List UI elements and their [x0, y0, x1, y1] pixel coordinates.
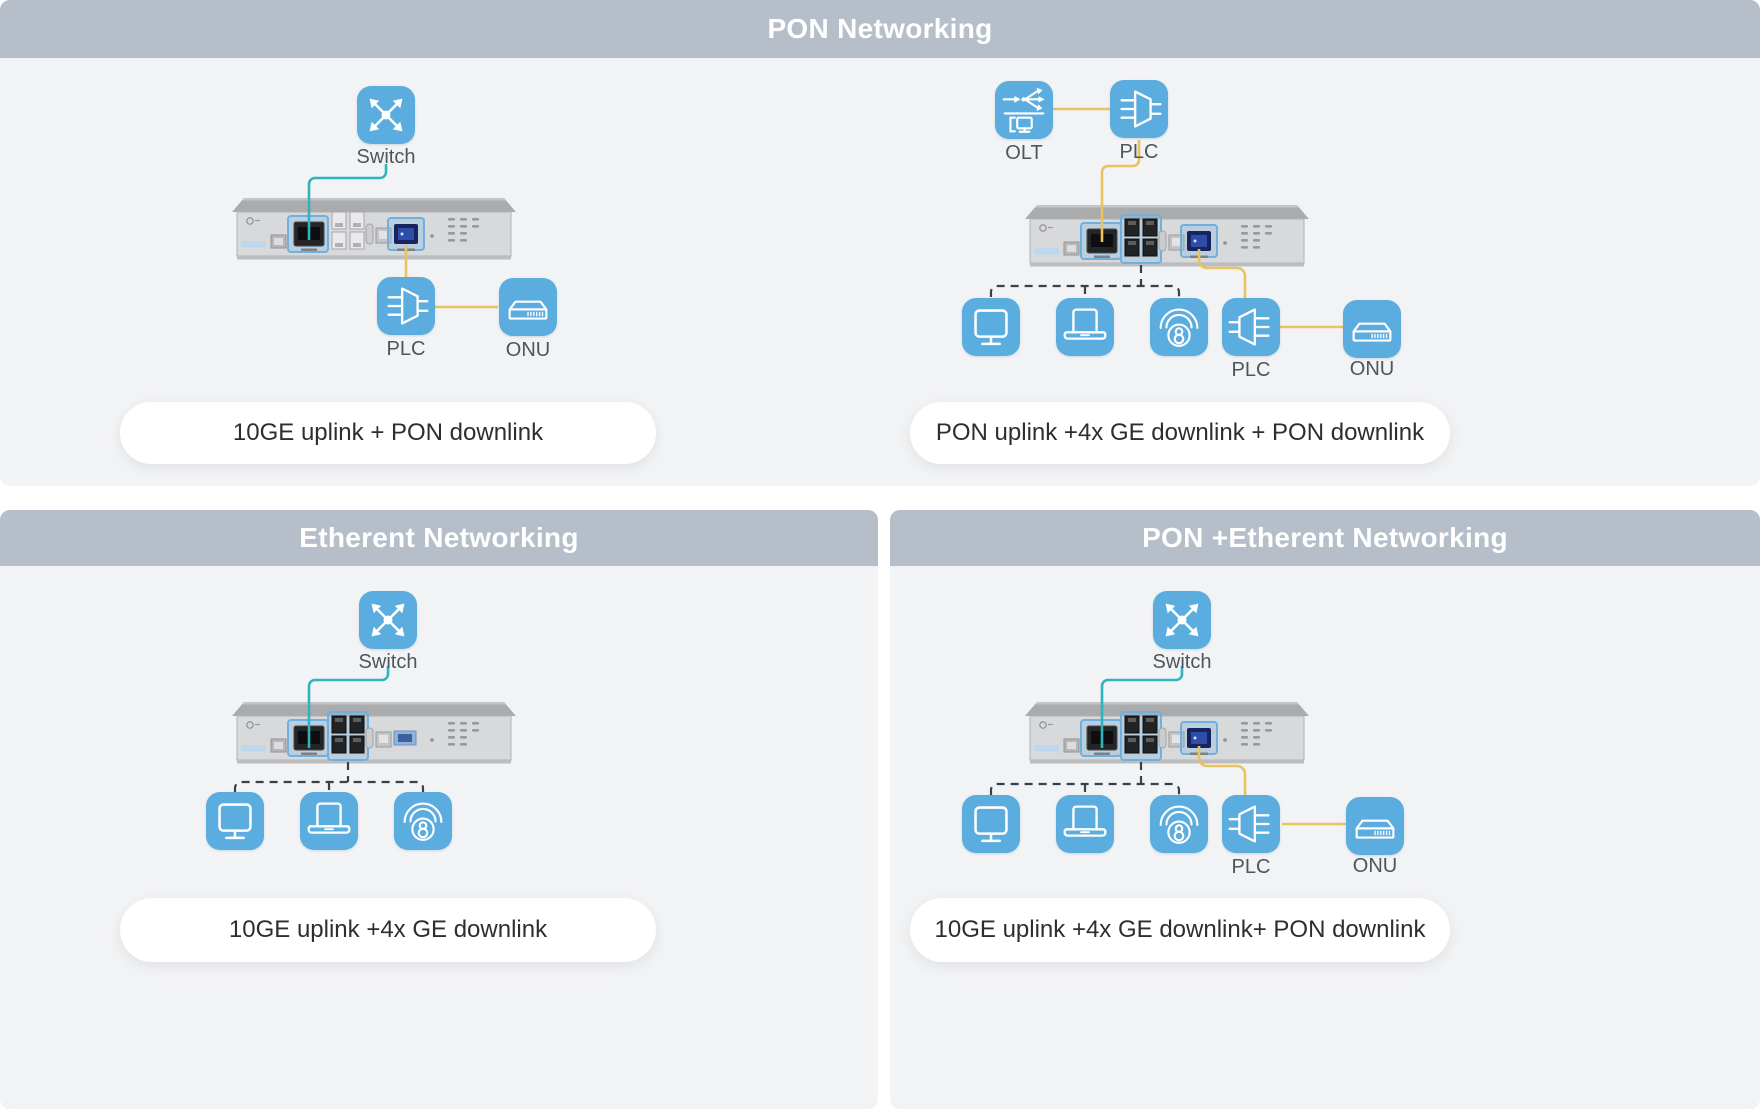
plc-splitter-icon: [1222, 298, 1280, 356]
onu-label: ONU: [1352, 855, 1398, 877]
onu-label: ONU: [505, 339, 551, 361]
switch-icon: [1153, 591, 1211, 649]
olt-device: [232, 700, 516, 766]
caption-pon-left: 10GE uplink + PON downlink: [120, 402, 656, 464]
panel-ethernet-networking: Etherent Networking: [0, 510, 878, 1109]
plc-splitter-icon: [1222, 795, 1280, 853]
switch-label: Switch: [1152, 651, 1212, 673]
caption-pon-ethernet: 10GE uplink +4x GE downlink+ PON downlin…: [910, 898, 1450, 962]
onu-icon: [1346, 797, 1404, 855]
panel-ethernet-header: Etherent Networking: [0, 510, 878, 566]
plc-label: PLC: [1231, 359, 1271, 381]
laptop-icon: [1056, 795, 1114, 853]
onu-icon: [1343, 300, 1401, 358]
olt-icon: [995, 81, 1053, 139]
laptop-icon: [300, 792, 358, 850]
caption-text: 10GE uplink +4x GE downlink+ PON downlin…: [934, 916, 1426, 943]
panel-pon-title: PON Networking: [767, 13, 993, 44]
olt-label: OLT: [1005, 142, 1043, 164]
switch-label: Switch: [356, 146, 416, 168]
caption-text: PON uplink +4x GE downlink + PON downlin…: [935, 419, 1425, 446]
panel-pon-ethernet-title: PON +Etherent Networking: [1142, 522, 1508, 553]
panel-ethernet-title: Etherent Networking: [299, 522, 579, 553]
panel-pon-ethernet-networking: PON +Etherent Networking: [890, 510, 1760, 1109]
onu-icon: [499, 278, 557, 336]
dome-camera-icon: [1150, 795, 1208, 853]
olt-device: [232, 196, 516, 262]
desktop-pc-icon: [962, 795, 1020, 853]
desktop-pc-icon: [962, 298, 1020, 356]
panel-pon-header: PON Networking: [0, 0, 1760, 58]
plc-splitter-icon: [377, 277, 435, 335]
switch-icon: [359, 591, 417, 649]
laptop-icon: [1056, 298, 1114, 356]
caption-text: 10GE uplink + PON downlink: [232, 419, 544, 446]
switch-icon: [357, 86, 415, 144]
switch-label: Switch: [358, 651, 418, 673]
panel-pon-ethernet-header: PON +Etherent Networking: [890, 510, 1760, 566]
caption-text: 10GE uplink +4x GE downlink: [228, 916, 548, 943]
plc-label: PLC: [1231, 856, 1271, 878]
onu-label: ONU: [1349, 358, 1395, 380]
dome-camera-icon: [1150, 298, 1208, 356]
dome-camera-icon: [394, 792, 452, 850]
plc-label: PLC: [386, 338, 426, 360]
desktop-pc-icon: [206, 792, 264, 850]
olt-device: [1025, 700, 1309, 766]
plc-splitter-icon: [1110, 80, 1168, 138]
olt-device: [1025, 203, 1309, 269]
caption-ethernet: 10GE uplink +4x GE downlink: [120, 898, 656, 962]
plc-label: PLC: [1119, 141, 1159, 163]
caption-pon-right: PON uplink +4x GE downlink + PON downlin…: [910, 402, 1450, 464]
